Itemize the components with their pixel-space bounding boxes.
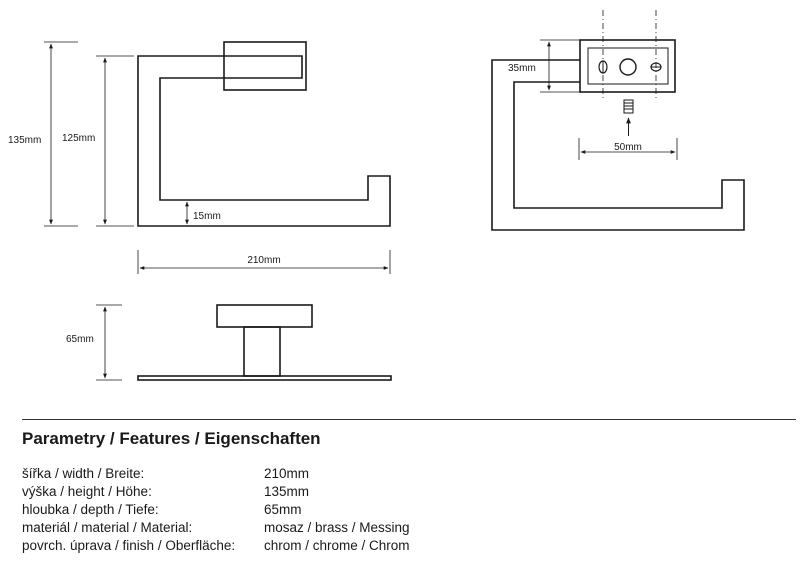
front-view xyxy=(137,41,391,227)
side-view-dimensions xyxy=(96,304,122,381)
spec-value: 65mm xyxy=(264,502,302,517)
spec-value: chrom / chrome / Chrom xyxy=(264,538,410,553)
mount-plate-outer xyxy=(579,39,676,93)
side-view-mount-block xyxy=(216,304,313,328)
spec-label: šířka / width / Breite: xyxy=(22,466,145,481)
table-row: šířka / width / Breite: 210mm xyxy=(22,465,410,483)
side-view xyxy=(137,304,392,381)
spec-value: 210mm xyxy=(264,466,310,481)
dim-height-inner: 125mm xyxy=(62,133,95,144)
spec-value: mosaz / brass / Messing xyxy=(264,520,410,535)
table-row: materiál / material / Material: mosaz / … xyxy=(22,519,410,537)
table-row: povrch. úprava / finish / Oberfläche: ch… xyxy=(22,537,410,555)
mount-plate-inner xyxy=(587,47,669,85)
dim-depth: 65mm xyxy=(66,334,94,345)
front-view-dimensions xyxy=(44,41,391,274)
dim-hole-spacing: 50mm xyxy=(614,142,642,153)
side-view-stem xyxy=(243,326,281,377)
front-view-outline xyxy=(137,55,391,227)
spec-label: hloubka / depth / Tiefe: xyxy=(22,502,159,517)
dim-plate-height: 35mm xyxy=(508,63,536,74)
mount-view xyxy=(491,39,745,231)
dim-bar-gap: 15mm xyxy=(193,211,221,222)
dim-height-outer: 135mm xyxy=(8,135,41,146)
spec-label: materiál / material / Material: xyxy=(22,520,193,535)
mount-view-outline xyxy=(491,59,745,231)
section-divider xyxy=(22,419,796,420)
front-view-mount-block xyxy=(223,41,307,91)
set-screw-icon xyxy=(623,99,634,136)
spec-label: povrch. úprava / finish / Oberfläche: xyxy=(22,538,236,553)
dim-width: 210mm xyxy=(247,255,280,266)
specs-table: šířka / width / Breite: 210mm výška / he… xyxy=(22,465,410,555)
technical-drawing: 135mm 125mm 15mm 210mm 65mm xyxy=(8,10,745,381)
mount-centerlines xyxy=(602,10,657,100)
spec-label: výška / height / Höhe: xyxy=(22,484,152,499)
mount-center-hole xyxy=(619,58,637,76)
side-view-bar xyxy=(137,375,392,381)
table-row: hloubka / depth / Tiefe: 65mm xyxy=(22,501,410,519)
spec-value: 135mm xyxy=(264,484,310,499)
specs-title: Parametry / Features / Eigenschaften xyxy=(22,429,321,448)
table-row: výška / height / Höhe: 135mm xyxy=(22,483,410,501)
mount-view-dimensions xyxy=(540,39,678,160)
